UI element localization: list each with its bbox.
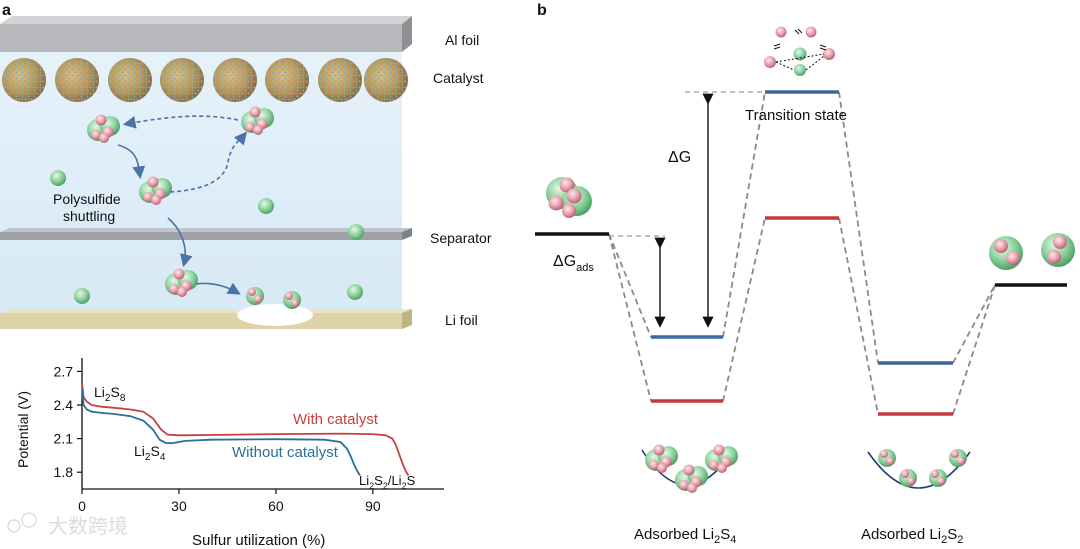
annotation-li2s2-li2s: Li2S2/Li2S xyxy=(359,473,416,491)
polysulfide-label-line1: Polysulfide xyxy=(53,191,121,207)
li2s4-free-molecule xyxy=(546,177,592,218)
chart-xlabel: Sulfur utilization (%) xyxy=(192,532,325,549)
annotation-li2s4: Li2S4 xyxy=(134,443,166,463)
panel-b: b ΔG xyxy=(535,2,1075,546)
chart-annotations: Li2S8 Li2S4 With catalyst Without cataly… xyxy=(94,384,416,491)
panel-a: a xyxy=(0,2,492,329)
panel-a-letter: a xyxy=(2,2,11,19)
adsorbed-li2s2-graphic xyxy=(867,449,971,489)
y-tick-label: 2.1 xyxy=(54,431,74,447)
chart-series xyxy=(81,382,410,477)
catalyst-label: Catalyst xyxy=(433,70,484,86)
shuttle-diagram xyxy=(50,106,364,309)
watermark-text: 大数跨境 xyxy=(48,514,128,538)
annotation-with-catalyst: With catalyst xyxy=(293,411,379,428)
connectors-with-catalyst xyxy=(608,217,996,415)
polysulfide-label-line2: shuttling xyxy=(63,208,115,224)
series-line-without-catalyst xyxy=(81,388,361,477)
separator-label: Separator xyxy=(430,230,492,246)
y-tick-label: 2.4 xyxy=(54,397,74,413)
transition-state-molecule xyxy=(764,26,835,76)
x-tick-label: 30 xyxy=(171,498,187,514)
connectors-without-catalyst xyxy=(608,91,996,364)
delta-g-ads-label: ΔGads xyxy=(553,253,594,274)
chart-axes: 1.8 2.1 2.4 2.7 0 30 60 90 xyxy=(54,358,444,514)
annotation-li2s8: Li2S8 xyxy=(94,384,126,404)
transition-state-label: Transition state xyxy=(745,107,847,124)
al-foil-plate xyxy=(0,16,412,52)
adsorbed-li2s4-label: Adsorbed Li2S4 xyxy=(634,526,736,546)
watermark: 大数跨境 xyxy=(7,512,128,538)
voltage-chart: 1.8 2.1 2.4 2.7 0 30 60 90 Li2S8 Li2S4 With cat… xyxy=(15,358,444,549)
annotation-without-catalyst: Without catalyst xyxy=(232,444,339,461)
li-foil-label: Li foil xyxy=(445,312,478,328)
x-tick-label: 0 xyxy=(78,498,86,514)
delta-g-label: ΔG xyxy=(668,149,691,166)
adsorbed-li2s4-graphic xyxy=(641,444,738,493)
panel-b-letter: b xyxy=(537,2,547,19)
series-line-with-catalyst xyxy=(81,382,410,477)
li2s2-free-molecules xyxy=(989,233,1075,270)
y-tick-label: 2.7 xyxy=(54,363,74,379)
al-foil-label: Al foil xyxy=(445,32,479,48)
y-tick-label: 1.8 xyxy=(54,464,74,480)
li-foil-plate xyxy=(0,304,412,329)
chart-ylabel: Potential (V) xyxy=(15,391,31,468)
x-tick-label: 90 xyxy=(365,498,381,514)
adsorbed-li2s2-label: Adsorbed Li2S2 xyxy=(861,526,963,546)
x-tick-label: 60 xyxy=(268,498,284,514)
separator-plate xyxy=(0,228,412,240)
